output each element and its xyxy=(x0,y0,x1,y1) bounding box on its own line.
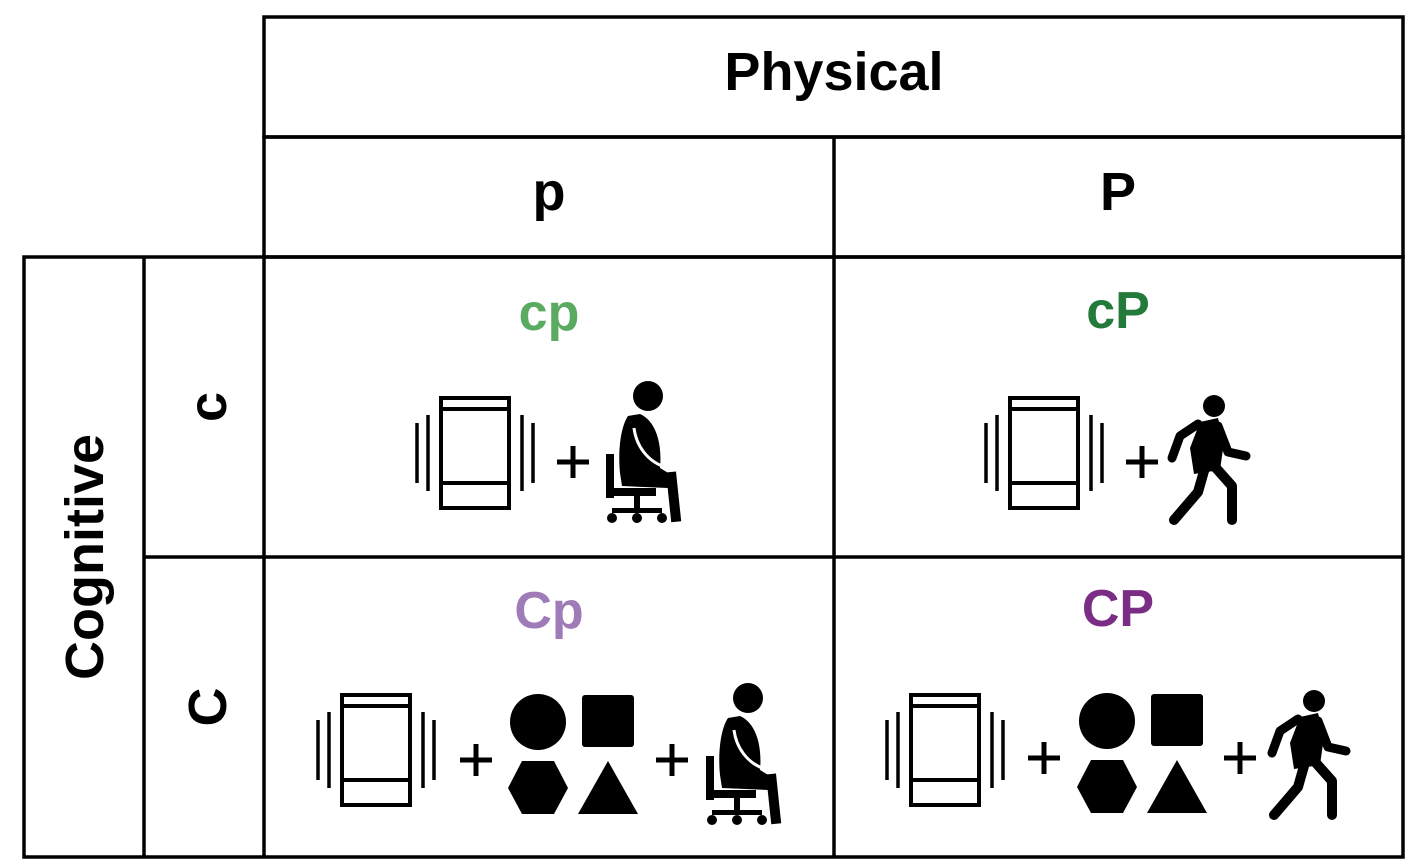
cell-CP-icons xyxy=(885,690,1346,815)
seated-person-icon xyxy=(704,681,783,827)
phone-vibrating-icon xyxy=(885,693,1005,807)
physical-low-header: p xyxy=(533,162,566,222)
plus-icon xyxy=(656,744,688,776)
plus-icon xyxy=(557,446,589,478)
walking-person-icon xyxy=(1172,395,1246,520)
plus-icon xyxy=(1224,742,1256,774)
plus-icon xyxy=(1028,742,1060,774)
plus-icon xyxy=(1126,446,1158,478)
plus-icon xyxy=(460,744,492,776)
cell-Cp-icons xyxy=(316,681,783,827)
walking-person-icon xyxy=(1272,690,1346,815)
cognitive-header: Cognitive xyxy=(55,434,115,680)
cognitive-low-header: c xyxy=(178,392,238,422)
physical-high-header: P xyxy=(1100,162,1136,222)
cell-label-cP: cP xyxy=(1086,282,1150,340)
phone-vibrating-icon xyxy=(415,396,535,510)
cell-label-Cp: Cp xyxy=(514,582,583,640)
physical-header: Physical xyxy=(724,42,943,102)
cognitive-high-header: C xyxy=(178,688,238,727)
shapes-icon xyxy=(1077,693,1207,813)
phone-vibrating-icon xyxy=(316,693,436,807)
cell-cp-icons xyxy=(415,379,683,525)
phone-vibrating-icon xyxy=(984,396,1104,510)
shapes-icon xyxy=(508,694,638,814)
cell-cP-icons xyxy=(984,395,1246,520)
cell-label-CP: CP xyxy=(1082,580,1154,638)
cell-label-cp: cp xyxy=(519,284,580,342)
seated-person-icon xyxy=(604,379,683,525)
grid-lines xyxy=(22,15,1405,859)
